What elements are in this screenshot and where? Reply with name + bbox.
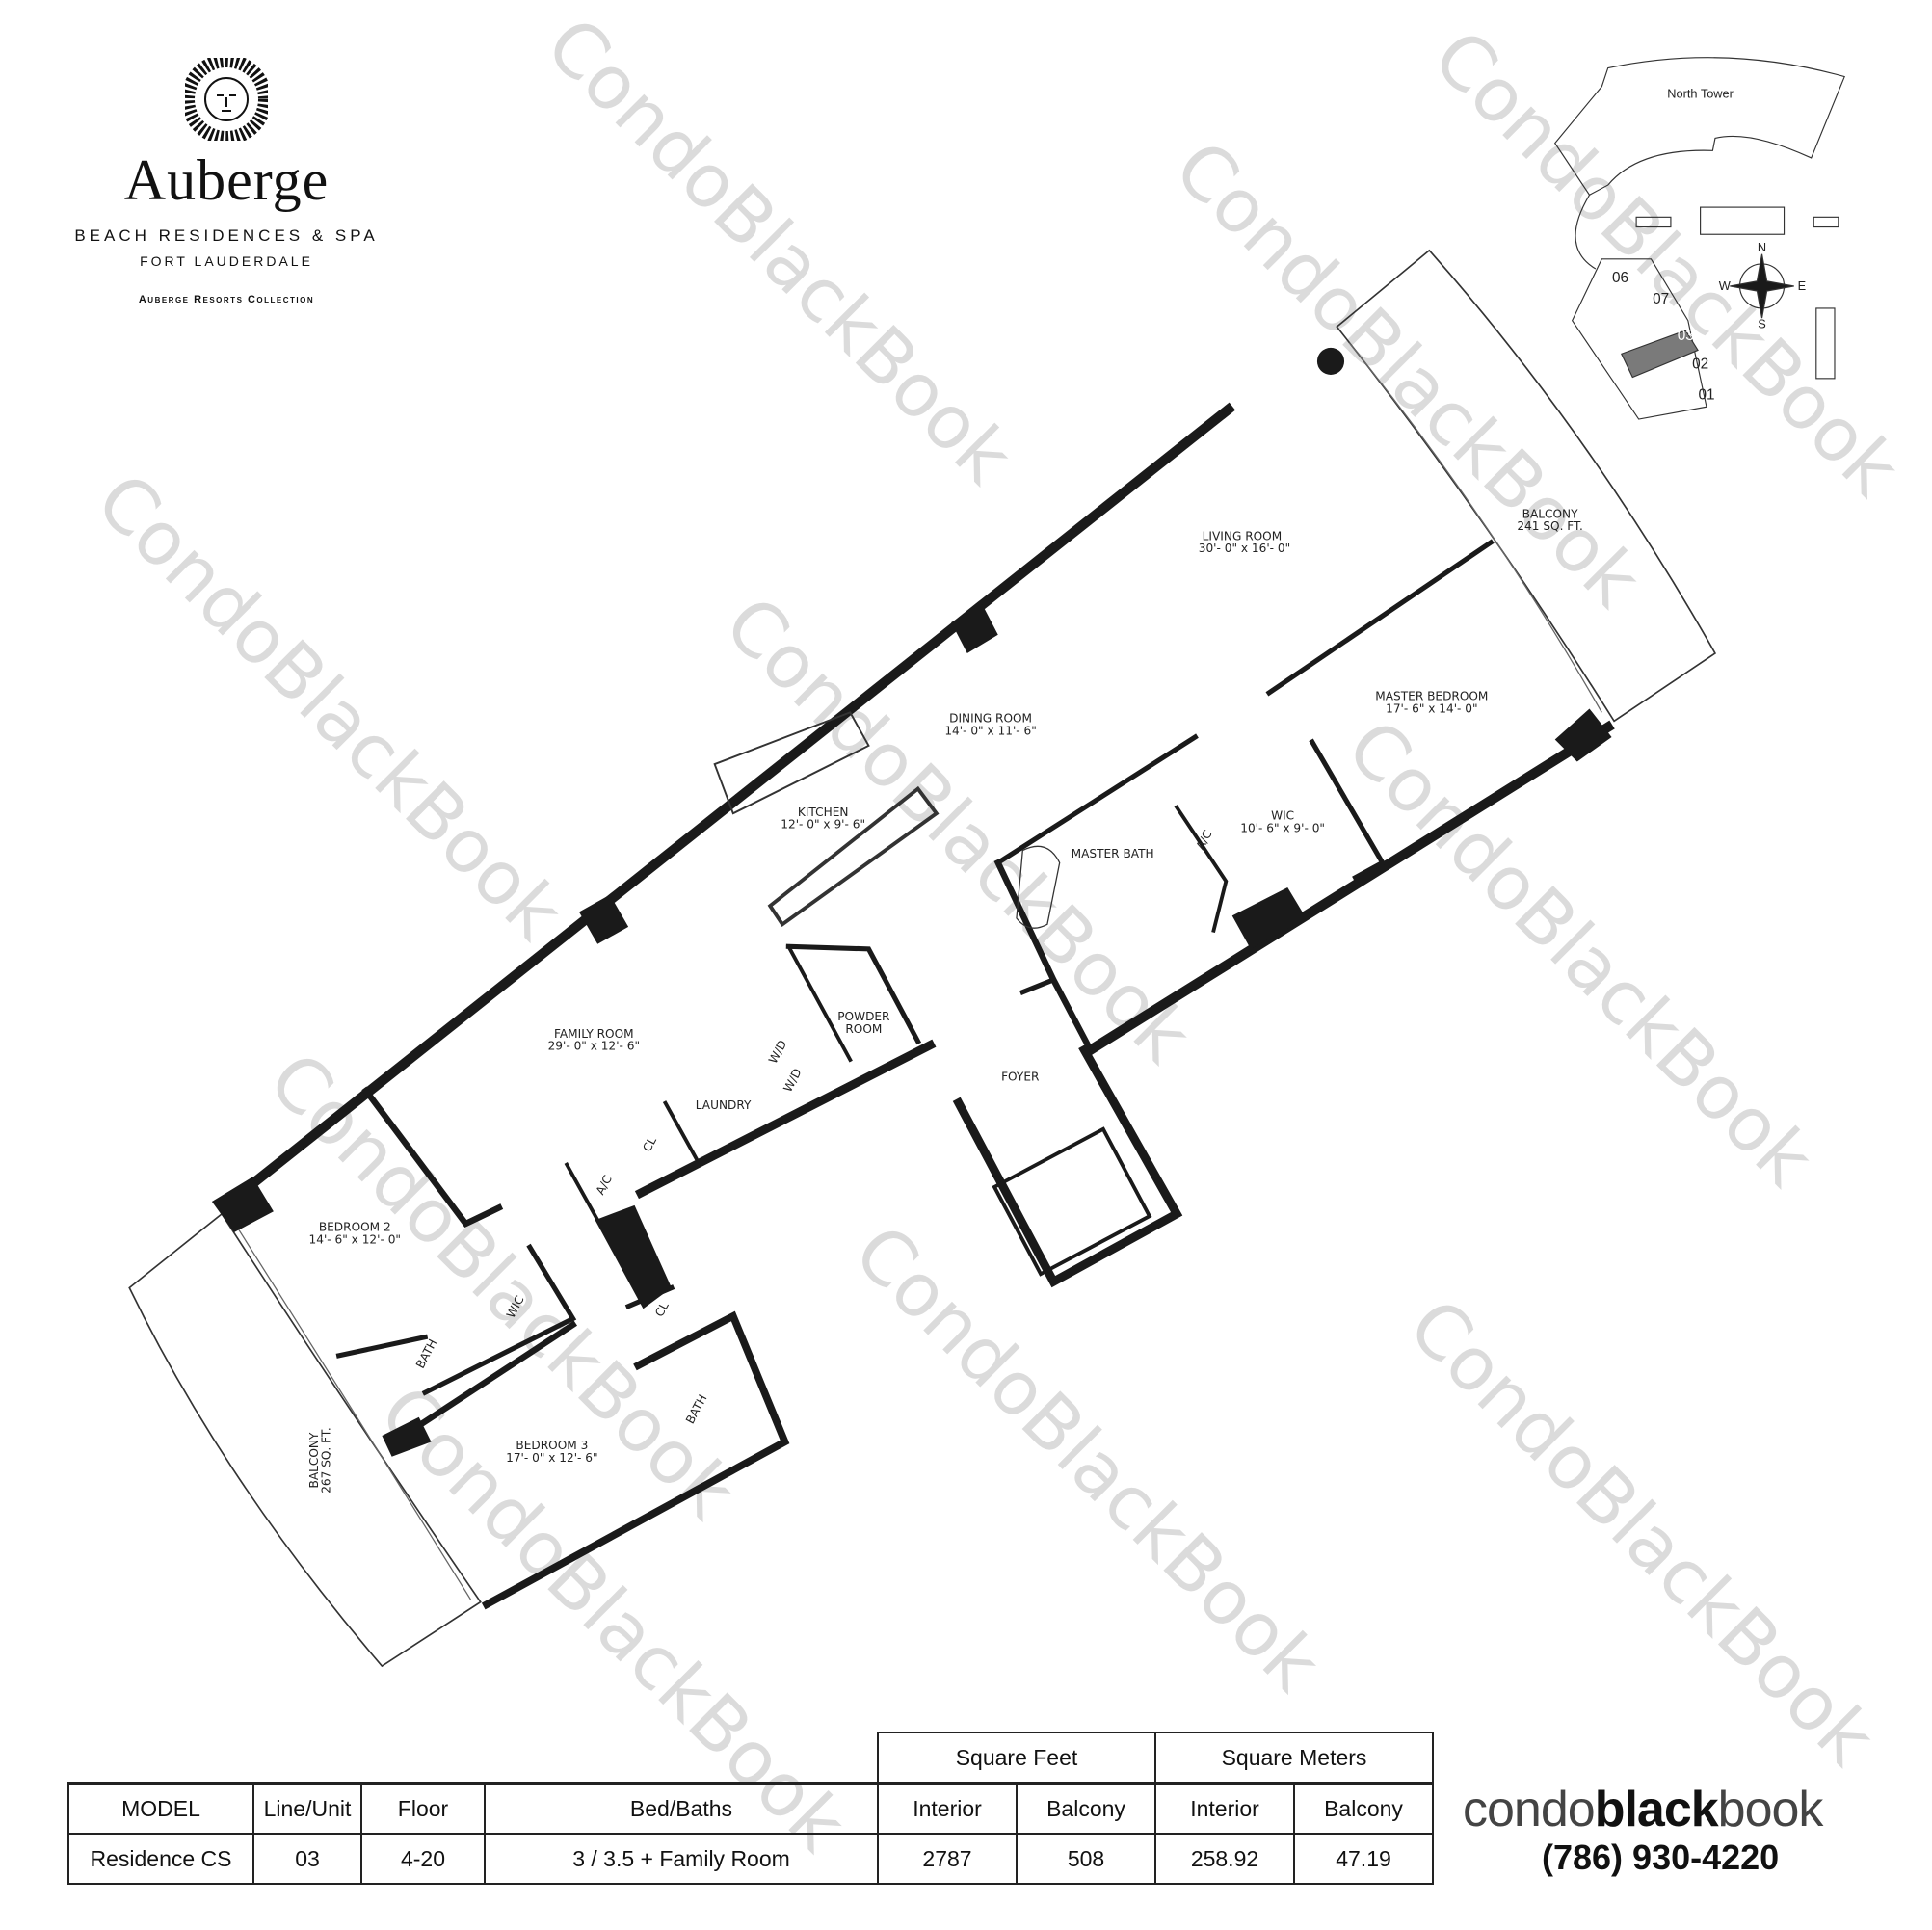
balcony-area: 267 SQ. FT.: [320, 1427, 333, 1494]
watermark: CondoBlackBook: [529, 2, 1028, 501]
balcony-area: 241 SQ. FT.: [1517, 519, 1583, 533]
room-dims: ROOM: [845, 1022, 882, 1036]
condoblackbook-logo: condoblackbook: [1463, 1782, 1823, 1837]
room-dims: 10'- 6" x 9'- 0": [1240, 821, 1325, 834]
svg-text:S: S: [1758, 316, 1766, 330]
room-name: POWDER: [837, 1010, 890, 1023]
watermark: CondoBlackBook: [1391, 1283, 1891, 1783]
watermark: CondoBlackBook: [79, 458, 578, 957]
header-cell: Line/Unit: [252, 1782, 362, 1835]
north-tower-label: North Tower: [1667, 86, 1734, 100]
room-name: LIVING ROOM: [1203, 529, 1283, 542]
cell-sqft-interior: 2787: [877, 1833, 1018, 1885]
room-name: FAMILY ROOM: [554, 1027, 634, 1041]
columns: [211, 347, 1612, 1457]
watermark: CondoBlackBook: [837, 1209, 1337, 1708]
group-header: Square Feet: [877, 1732, 1156, 1785]
header-cell: Interior: [1154, 1782, 1295, 1835]
room-dims: 30'- 0" x 16'- 0": [1199, 542, 1290, 555]
cell-sqm-interior: 258.92: [1154, 1833, 1295, 1885]
window-east: [1348, 342, 1602, 713]
closet-label: CL: [652, 1300, 672, 1319]
table-row: Residence CS 03 4-20 3 / 3.5 + Family Ro…: [67, 1833, 1434, 1885]
svg-text:E: E: [1798, 278, 1807, 293]
balcony-east: [1336, 249, 1717, 723]
header-cell: Balcony: [1016, 1782, 1156, 1835]
cell-sqm-balcony: 47.19: [1293, 1833, 1434, 1885]
svg-text:N: N: [1758, 240, 1766, 254]
header-cell: Bed/Baths: [484, 1782, 879, 1835]
svg-text:W: W: [1719, 278, 1731, 293]
watermark: CondoBlackBook: [1330, 704, 1829, 1203]
unit-number: 01: [1698, 387, 1714, 404]
unit-number: 06: [1612, 270, 1628, 286]
bath-label: BATH: [683, 1392, 709, 1426]
phone-number[interactable]: (786) 930-4220: [1542, 1837, 1780, 1877]
cell-bedbaths: 3 / 3.5 + Family Room: [484, 1833, 879, 1885]
cell-floor: 4-20: [360, 1833, 486, 1885]
bath-label: BATH: [413, 1336, 439, 1370]
compass-rose-icon: N S E W: [1719, 240, 1806, 330]
room-name: BEDROOM 3: [516, 1439, 588, 1452]
room-name: KITCHEN: [798, 806, 849, 819]
brand-location: FORT LAUDERDALE: [140, 253, 313, 269]
walls: [218, 402, 1615, 1610]
header-cell: Interior: [877, 1782, 1018, 1835]
room-name: DINING ROOM: [949, 712, 1032, 726]
room-dims: 29'- 0" x 12'- 6": [548, 1040, 640, 1053]
header-cell: Floor: [360, 1782, 486, 1835]
room-name: BEDROOM 2: [319, 1221, 391, 1234]
highlighted-unit: [1620, 330, 1699, 379]
room-dims: 14'- 6" x 12'- 0": [309, 1232, 401, 1246]
header-cell: MODEL: [67, 1782, 254, 1835]
room-name: LAUNDRY: [696, 1098, 752, 1112]
room-dims: 14'- 0" x 11'- 6": [944, 724, 1036, 737]
auberge-logo: Auberge BEACH RESIDENCES & SPA FORT LAUD…: [67, 54, 385, 305]
room-dims: 17'- 6" x 14'- 0": [1386, 701, 1477, 715]
unit-number-highlighted: 03: [1678, 328, 1694, 344]
cell-model: Residence CS: [67, 1833, 254, 1885]
closet-label: CL: [640, 1134, 659, 1153]
ac-label: A/C: [594, 1173, 615, 1197]
washer-dryer-label: W/D: [781, 1067, 804, 1095]
kitchen-counters: [713, 711, 940, 928]
brand-collection: Auberge Resorts Collection: [138, 294, 315, 305]
brand-subtitle: BEACH RESIDENCES & SPA: [74, 226, 379, 245]
room-name: WIC: [1271, 809, 1294, 823]
key-plan: North Tower 06 07 03 02 01 N S E W: [1554, 57, 1845, 420]
unit-number: 07: [1653, 291, 1669, 307]
room-name: MASTER BEDROOM: [1375, 690, 1488, 703]
balcony-west: [128, 1212, 482, 1668]
cell-sqft-balcony: 508: [1016, 1833, 1156, 1885]
window-west: [235, 1226, 472, 1600]
brand-name: Auberge: [123, 148, 330, 212]
unit-spec-table: Square Feet Square Meters MODEL Line/Uni…: [67, 1732, 1434, 1885]
room-dims: 12'- 0" x 9'- 6": [781, 818, 865, 832]
cell-unit: 03: [252, 1833, 362, 1885]
room-name: MASTER BATH: [1072, 847, 1154, 860]
sun-face-icon: [181, 54, 272, 145]
unit-number: 02: [1692, 357, 1708, 373]
header-cell: Balcony: [1293, 1782, 1434, 1835]
ac-label: A/C: [1194, 828, 1215, 852]
room-dims: 17'- 0" x 12'- 6": [506, 1451, 597, 1465]
balcony-label: BALCONY: [307, 1432, 321, 1488]
group-header: Square Meters: [1154, 1732, 1434, 1785]
room-name: FOYER: [1001, 1071, 1040, 1084]
balcony-label: BALCONY: [1522, 507, 1578, 520]
bathtub-icon: [1016, 845, 1061, 929]
washer-dryer-label: W/D: [766, 1038, 789, 1066]
